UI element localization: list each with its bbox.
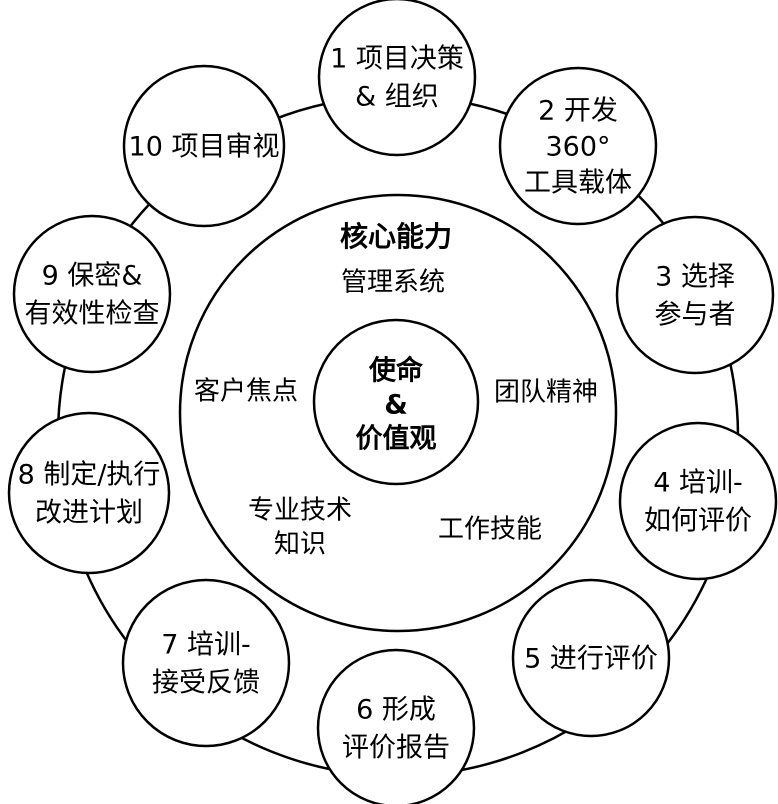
core-label-professional-knowledge: 专业技术知识: [248, 496, 352, 560]
step-label-7: 7 培训-接受反馈: [152, 630, 260, 699]
step-label-10: 10 项目审视: [129, 132, 280, 163]
step-node-1: 1 项目决策& 组织: [317, 0, 477, 157]
mission-line-3: 价值观: [356, 424, 437, 455]
step-circle-2: [498, 66, 658, 226]
step-label-9: 9 保密&有效性检查: [25, 261, 160, 330]
core-label-management: 管理系统: [341, 268, 445, 298]
step-label-5: 5 进行评价: [524, 644, 658, 675]
mission-line-2: &: [384, 390, 408, 421]
step-circle-5: [511, 578, 671, 738]
core-label-teamwork: 团队精神: [494, 378, 598, 408]
step-circle-6: [316, 648, 476, 804]
mission-values-circle: [312, 318, 480, 486]
core-label-customer-focus: 客户焦点: [194, 377, 298, 407]
step-node-5: 5 进行评价: [511, 578, 671, 738]
step-node-3: 3 选择参与者: [615, 215, 775, 375]
step-circle-4: [618, 421, 778, 581]
step-node-7: 7 培训-接受反馈: [121, 578, 291, 748]
step-label-1: 1 项目决策& 组织: [330, 44, 464, 113]
step-circle-1: [317, 0, 477, 157]
step-node-8: 8 制定/执行改进计划: [7, 411, 171, 575]
step-label-6: 6 形成评价报告: [342, 695, 450, 764]
step-circle-8: [7, 411, 171, 575]
core-label-work-skills: 工作技能: [438, 515, 542, 545]
step-label-4: 4 培训-如何评价: [644, 468, 752, 537]
step-label-3: 3 选择参与者: [655, 262, 736, 331]
mission-line-1: 使命: [368, 355, 424, 387]
core-title: 核心能力: [340, 220, 452, 253]
step-circle-7: [121, 578, 291, 748]
step-circle-3: [615, 215, 775, 375]
mission-labels: 使命&价值观: [356, 355, 437, 455]
step-node-6: 6 形成评价报告: [316, 648, 476, 804]
step-circle-9: [12, 214, 172, 374]
step-label-8: 8 制定/执行改进计划: [18, 460, 161, 529]
step-node-10: 10 项目审视: [122, 64, 286, 228]
step-node-9: 9 保密&有效性检查: [12, 214, 172, 374]
step-node-4: 4 培训-如何评价: [618, 421, 778, 581]
step-circle-10: [122, 64, 286, 228]
